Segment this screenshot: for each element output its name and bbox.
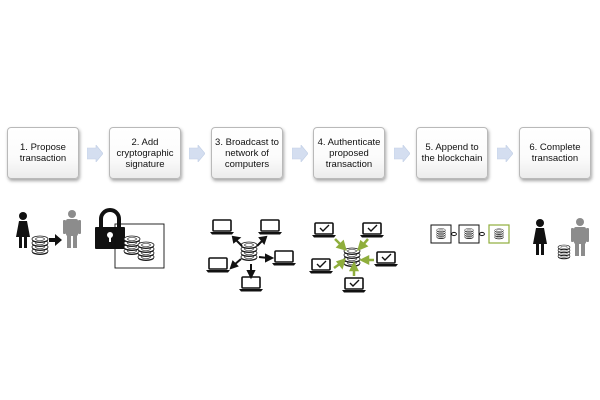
step-3-line-1: 3. Broadcast to <box>215 136 279 148</box>
step-4-line-2: proposed <box>329 147 369 159</box>
laptop-check-icon <box>311 222 337 239</box>
lock-icon <box>95 208 125 249</box>
chevron-arrow-icon <box>189 145 205 162</box>
chevron-arrow-icon <box>87 145 103 162</box>
person-icon <box>16 212 30 248</box>
step-2-line-1: 2. Add <box>131 136 159 148</box>
broadcast-arrows <box>229 235 275 280</box>
laptop-check-icon <box>308 258 334 275</box>
signature-frame <box>114 223 165 269</box>
step-5-line-1: 5. Append to <box>425 142 479 153</box>
coin-stack-icon <box>241 242 257 261</box>
person-icon <box>533 219 547 255</box>
chevron-arrow-icon <box>292 145 308 162</box>
step-6-line-1: 6. Complete <box>529 142 581 153</box>
step-1-line-2: transaction <box>19 153 67 164</box>
laptop-check-icon <box>373 251 399 268</box>
step-2-line-2: cryptographic <box>116 147 174 159</box>
coin-stack-icon <box>138 242 154 261</box>
coin-stack-icon <box>32 236 48 255</box>
chain-link-icon <box>451 231 485 237</box>
step-6-line-2: transaction <box>531 153 579 164</box>
arrow-icon <box>49 234 62 246</box>
laptop-icon <box>205 257 231 274</box>
chevron-arrow-icon <box>394 145 410 162</box>
block-icon <box>459 225 479 243</box>
verify-arrows <box>333 238 374 276</box>
coin-stack-icon <box>124 236 140 255</box>
step-4-line-3: transaction <box>325 158 373 170</box>
coin-stack-icon <box>558 245 570 259</box>
block-icon <box>488 224 510 244</box>
laptop-icon <box>257 219 283 236</box>
person-icon <box>571 218 589 256</box>
laptop-check-icon <box>359 222 385 239</box>
step-5-line-2: the blockchain <box>421 153 483 164</box>
step-2-line-3: signature <box>125 158 165 170</box>
laptop-icon <box>271 250 297 267</box>
laptop-check-icon <box>341 277 367 294</box>
step-3-line-2: network of <box>225 147 269 159</box>
laptop-icon <box>209 219 235 236</box>
chevron-arrow-icon <box>497 145 513 162</box>
step-1-line-1: 1. Propose <box>20 142 66 153</box>
person-icon <box>63 210 81 248</box>
step-3-line-3: computers <box>224 158 270 170</box>
step-4-line-1: 4. Authenticate <box>317 136 381 148</box>
block-icon <box>431 225 451 243</box>
